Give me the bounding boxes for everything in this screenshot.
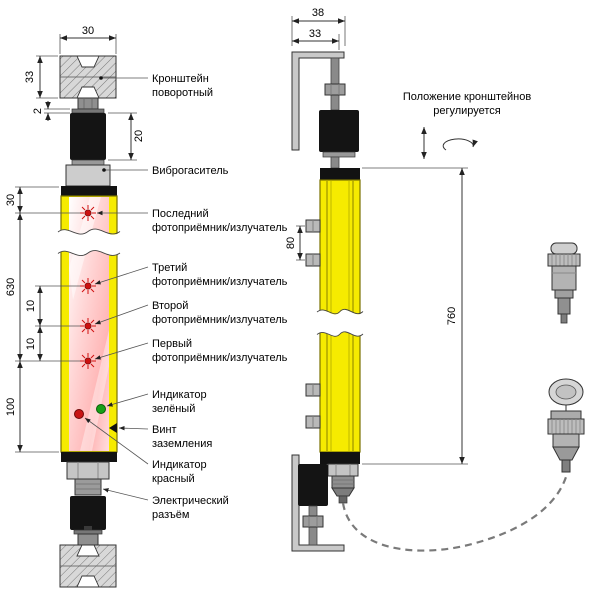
side-top-damper — [319, 110, 359, 169]
beam-dot-third — [79, 277, 97, 295]
callout-connector-line1: Электрический — [152, 495, 229, 507]
callout-beam-third-line2: фотоприёмник/излучатель — [152, 276, 288, 288]
front-callouts: Кронштейн поворотный Виброгаситель После… — [84, 73, 288, 521]
note-line1: Положение кронштейнов — [403, 91, 532, 103]
dim-bracket-depth: 33 — [309, 28, 321, 40]
side-bottom-cap — [320, 452, 360, 464]
callout-bracket-line1: Кронштейн — [152, 73, 209, 85]
callout-beam-first-line2: фотоприёмник/излучатель — [152, 352, 288, 364]
callout-damper: Виброгаситель — [152, 165, 229, 177]
dim-overall-depth: 38 — [312, 7, 324, 19]
adjust-rotate-arrow-icon — [442, 138, 478, 151]
adjustment-note: Положение кронштейнов регулируется — [403, 91, 532, 159]
side-bottom-connector — [327, 463, 359, 504]
callout-red-line1: Индикатор — [152, 459, 207, 471]
dim-body-height: 760 — [446, 307, 458, 325]
front-view: 30 33 2 20 30 630 — [5, 25, 288, 588]
top-rotary-bracket — [59, 55, 117, 114]
beam-dot-last — [79, 204, 97, 222]
callout-beam-last-line2: фотоприёмник/излучатель — [152, 222, 288, 234]
side-body-break — [316, 308, 364, 337]
red-indicator — [74, 409, 84, 419]
bottom-end-cap — [61, 452, 117, 462]
callout-screw-line1: Винт — [152, 424, 177, 436]
side-bottom-bracket — [291, 454, 345, 552]
dim-washer: 2 — [32, 108, 44, 114]
callout-green-line2: зелёный — [152, 403, 195, 415]
top-end-cap — [61, 186, 117, 196]
dim-beam-span: 630 — [5, 278, 17, 296]
callout-beam-last-line1: Последний — [152, 208, 209, 220]
bottom-connector-assembly — [66, 461, 110, 496]
bottom-vibration-damper — [70, 496, 106, 530]
dim-bracket-width: 30 — [82, 25, 94, 37]
callout-beam-second-line2: фотоприёмник/излучатель — [152, 314, 288, 326]
side-view: 38 33 80 760 Положение кронштейнов регул… — [285, 7, 568, 552]
note-line2: регулируется — [433, 105, 501, 117]
green-indicator — [96, 404, 106, 414]
side-top-cap — [320, 168, 360, 180]
side-bottom-damper — [298, 464, 328, 506]
connector-detail-top — [547, 242, 581, 324]
callout-beam-third-line1: Третий — [152, 262, 187, 274]
beam-dot-first — [79, 352, 97, 370]
dim-beam-gap-lower: 10 — [25, 338, 37, 350]
connector-cable — [341, 476, 568, 552]
mounting-bolts — [305, 219, 321, 429]
callout-green-line1: Индикатор — [152, 389, 207, 401]
bottom-rotary-bracket — [59, 526, 117, 588]
dim-stud-spacing: 80 — [285, 237, 297, 249]
callout-beam-first-line1: Первый — [152, 338, 192, 350]
front-dimensions: 30 33 2 20 30 630 — [5, 25, 145, 453]
top-vibration-damper — [65, 113, 111, 187]
callout-red-line2: красный — [152, 473, 195, 485]
beam-dot-second — [79, 317, 97, 335]
callout-beam-second-line1: Второй — [152, 300, 188, 312]
front-body-break — [57, 228, 121, 256]
side-top-bracket — [291, 51, 346, 151]
callout-connector-line2: разъём — [152, 509, 189, 521]
dim-beam-gap-upper: 10 — [25, 300, 37, 312]
side-dimensions: 38 33 80 760 — [285, 7, 468, 465]
connector-detail-bottom — [547, 378, 585, 473]
dim-bottom-offset: 100 — [5, 398, 17, 416]
ground-screw — [109, 423, 117, 433]
callout-screw-line2: заземления — [152, 438, 212, 450]
callout-bracket-line2: поворотный — [152, 87, 213, 99]
dim-bracket-height: 33 — [24, 71, 36, 83]
dim-top-offset: 30 — [5, 194, 17, 206]
dim-damper-height: 20 — [133, 130, 145, 142]
